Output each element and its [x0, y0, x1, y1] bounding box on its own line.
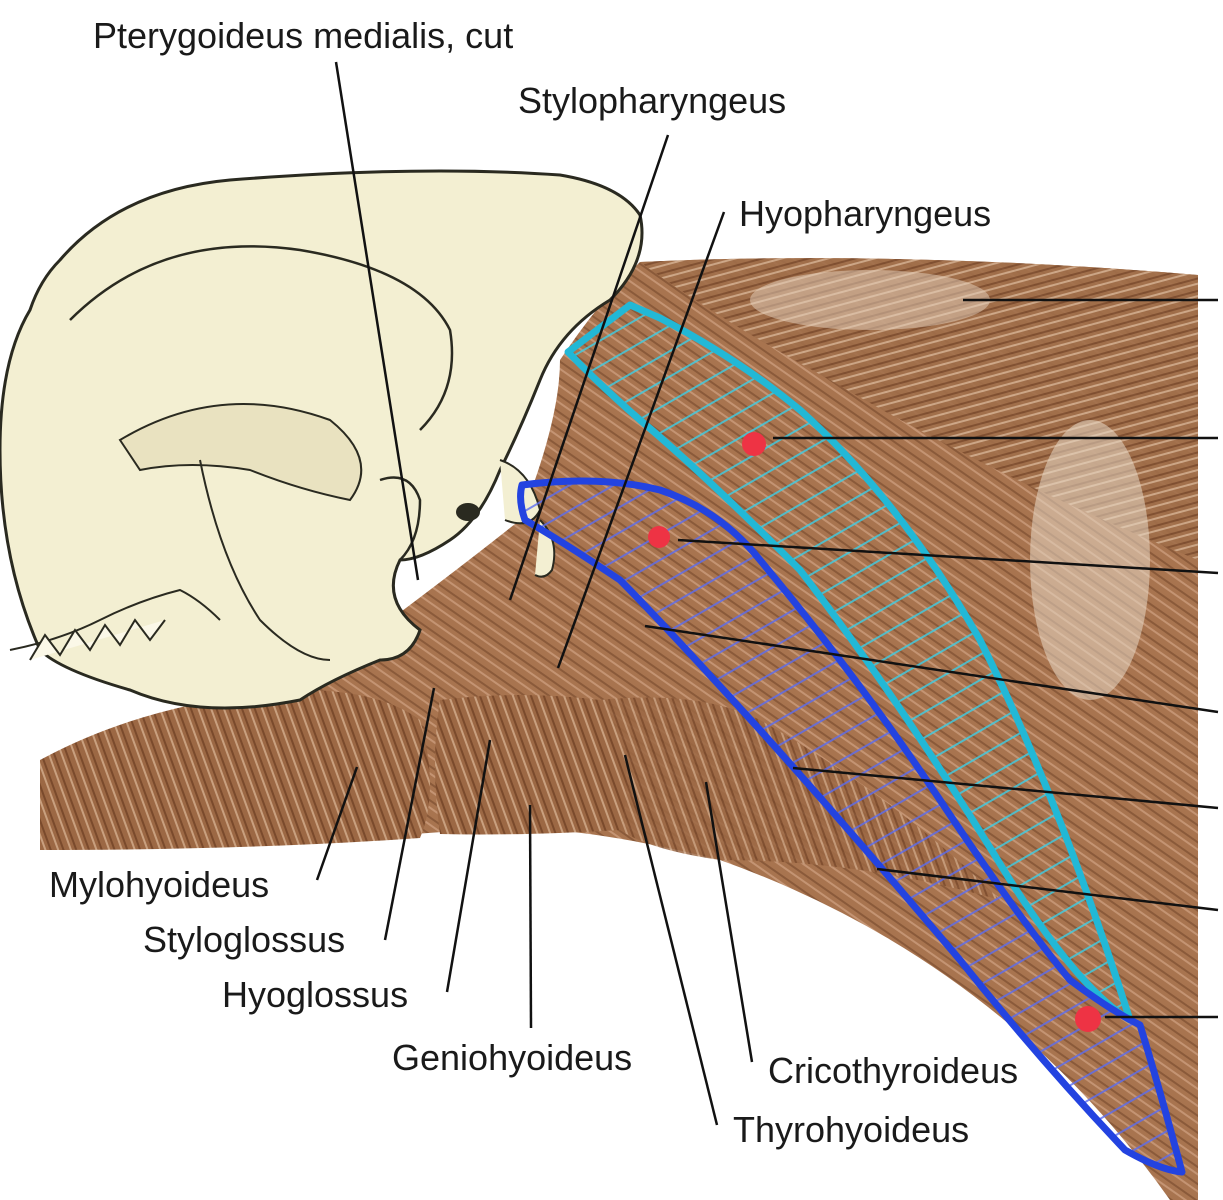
- label-geniohyoideus: Geniohyoideus: [392, 1037, 633, 1078]
- label-mylohyoideus: Mylohyoideus: [49, 864, 270, 905]
- mylohyoid-muscle: [40, 690, 430, 850]
- label-pterygoideus: Pterygoideus medialis, cut: [93, 15, 514, 56]
- label-hyoglossus: Hyoglossus: [222, 974, 409, 1015]
- label-thyrohyoideus: Thyrohyoideus: [733, 1109, 970, 1150]
- leader-styloglossus: [383, 687, 436, 941]
- skull: [0, 169, 644, 710]
- marker-dot-1: [742, 432, 766, 456]
- marker-dot-2: [648, 526, 670, 548]
- blue-highlight-region: [517, 477, 1186, 1176]
- leader-hyoglossus: [445, 739, 492, 993]
- neck-muscle-mass: [40, 258, 1198, 1200]
- label-stylopharyngeus: Stylopharyngeus: [518, 80, 787, 121]
- label-hyopharyngeus: Hyopharyngeus: [739, 193, 992, 234]
- label-styloglossus: Styloglossus: [143, 919, 346, 960]
- label-cricothyroideus: Cricothyroideus: [768, 1050, 1019, 1091]
- leader-right-4: [644, 624, 1219, 714]
- leader-right-3: [677, 538, 1219, 575]
- leader-stylopharyngeus: [508, 134, 670, 601]
- leader-thyrohyoideus: [623, 754, 719, 1126]
- leader-hyopharyngeus: [556, 211, 726, 669]
- marker-dot-3: [1075, 1006, 1101, 1032]
- leader-cricothyroideus: [704, 781, 754, 1063]
- leader-right-6: [876, 867, 1219, 912]
- leader-mylohyoideus: [315, 766, 359, 881]
- leader-right-5: [792, 766, 1219, 810]
- leader-geniohyoideus: [528, 804, 533, 1029]
- leader-pterygoideus: [334, 61, 420, 581]
